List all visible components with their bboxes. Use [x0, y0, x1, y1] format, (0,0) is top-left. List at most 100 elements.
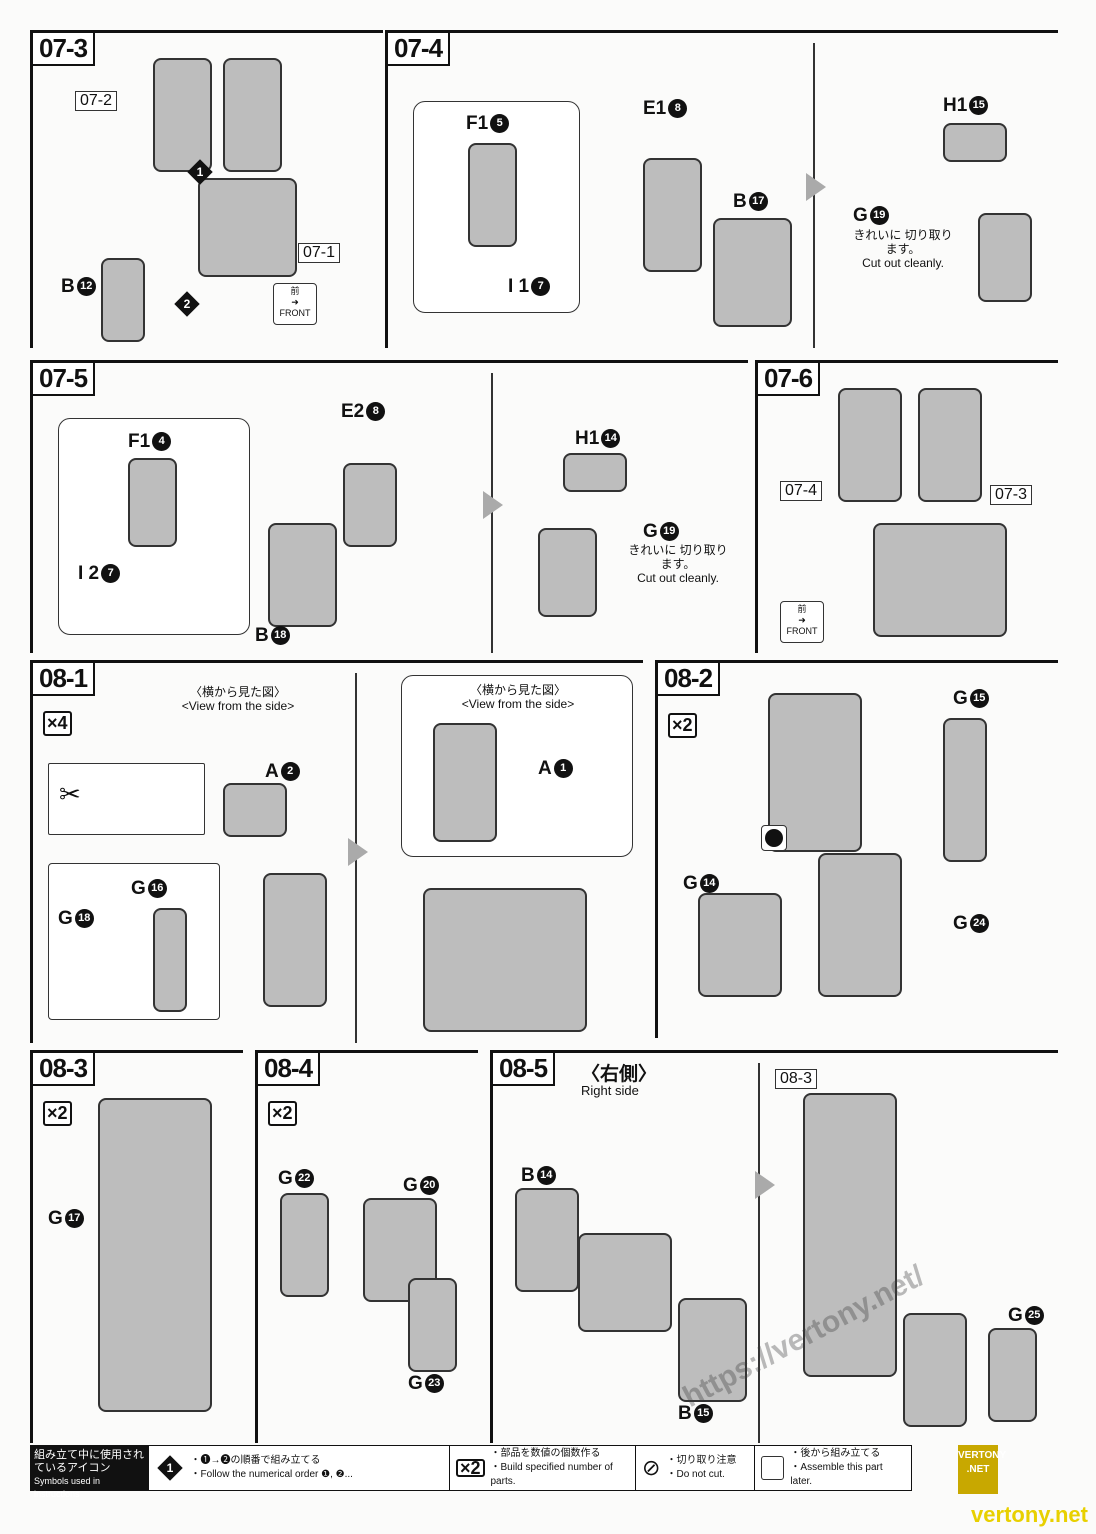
front-icon: 前➜FRONT: [273, 283, 317, 325]
cut-note: きれいに 切り取ります。Cut out cleanly.: [628, 543, 728, 585]
part-illustration: [713, 218, 792, 327]
part-illustration: [943, 718, 987, 862]
part-illustration: [988, 1328, 1037, 1422]
view-note: 〈横から見た図〉<View from the side>: [181, 685, 295, 713]
step-label: 07-3: [33, 33, 96, 66]
detail-inset: [48, 863, 220, 1020]
do-not-cut-icon: ✂: [59, 779, 81, 809]
step-label: 08-5: [493, 1053, 556, 1086]
part-illustration: [223, 58, 282, 172]
part-illustration: [101, 258, 145, 342]
next-arrow: [806, 173, 826, 201]
assemble-later-icon: [761, 825, 787, 851]
multiply-icon: ×2: [268, 1101, 297, 1126]
do-not-cut-inset: ✂: [48, 763, 205, 835]
part-illustration: [838, 388, 902, 502]
part-illustration: [223, 783, 287, 837]
part-illustration: [263, 873, 327, 1007]
divider: [758, 1063, 760, 1443]
step-number-icon: 1: [187, 159, 213, 185]
part-illustration: [918, 388, 982, 502]
step-label: 07-5: [33, 363, 96, 396]
part-illustration: [468, 143, 517, 247]
front-icon: 前➜FRONT: [780, 601, 824, 643]
part-illustration: [268, 523, 337, 627]
legend-assemble-later: ・後から組み立てる・Assemble this part later.: [755, 1446, 911, 1490]
part-illustration: [978, 213, 1032, 302]
part-illustration: [563, 453, 627, 492]
legend-multiply: ×2 ・部品を数値の個数作る・Build specified number of…: [450, 1446, 637, 1490]
watermark-text: vertony.net: [971, 1502, 1088, 1527]
multiply-icon: ×2: [43, 1101, 72, 1126]
step-08-1: 08-1 ×4 〈横から見た図〉<View from the side> ✂ G…: [30, 660, 643, 1043]
part-illustration: [578, 1233, 672, 1332]
step-number-icon: 2: [174, 291, 200, 317]
assemble-later-icon: [760, 1456, 785, 1480]
part-illustration: [538, 528, 597, 617]
part-illustration: [433, 723, 497, 842]
part-illustration: [678, 1298, 747, 1402]
view-note: 〈横から見た図〉<View from the side>: [461, 683, 575, 711]
step-label: 07-4: [388, 33, 451, 66]
part-illustration: [280, 1193, 329, 1297]
part-illustration: [198, 178, 297, 277]
next-arrow: [755, 1171, 775, 1199]
ref-label: 08-3: [775, 1069, 818, 1089]
multiply-icon: ×2: [455, 1459, 485, 1477]
step-label: 07-6: [758, 363, 821, 396]
step-label: 08-3: [33, 1053, 96, 1086]
watermark-badge: VERTONY .NET: [958, 1445, 1006, 1494]
part-illustration: [643, 158, 702, 272]
part-illustration: [98, 1098, 212, 1412]
multiply-icon: ×4: [43, 711, 72, 736]
part-illustration: [698, 893, 782, 997]
step-label: 08-4: [258, 1053, 321, 1086]
step-number-icon: 1: [156, 1455, 183, 1481]
part-illustration: [153, 58, 212, 172]
ref-label: 07-1: [298, 243, 341, 263]
part-illustration: [818, 853, 902, 997]
ref-label: 07-2: [75, 91, 118, 111]
step-label: 08-2: [658, 663, 721, 696]
legend-order: 1 ・❶→❷の順番で組み立てる・Follow the numerical ord…: [149, 1446, 450, 1490]
next-arrow: [348, 838, 368, 866]
side-label: 〈右側〉: [581, 1064, 658, 1085]
part-illustration: [803, 1093, 897, 1377]
multiply-icon: ×2: [668, 713, 697, 738]
part-illustration: [515, 1188, 579, 1292]
ref-label: 07-3: [990, 485, 1033, 505]
step-07-6: 07-6 07-4 07-3 前➜FRONT: [755, 360, 1058, 653]
part-illustration: [873, 523, 1007, 637]
part-illustration: [408, 1278, 457, 1372]
cut-note: きれいに 切り取ります。Cut out cleanly.: [853, 228, 953, 270]
step-label: 08-1: [33, 663, 96, 696]
